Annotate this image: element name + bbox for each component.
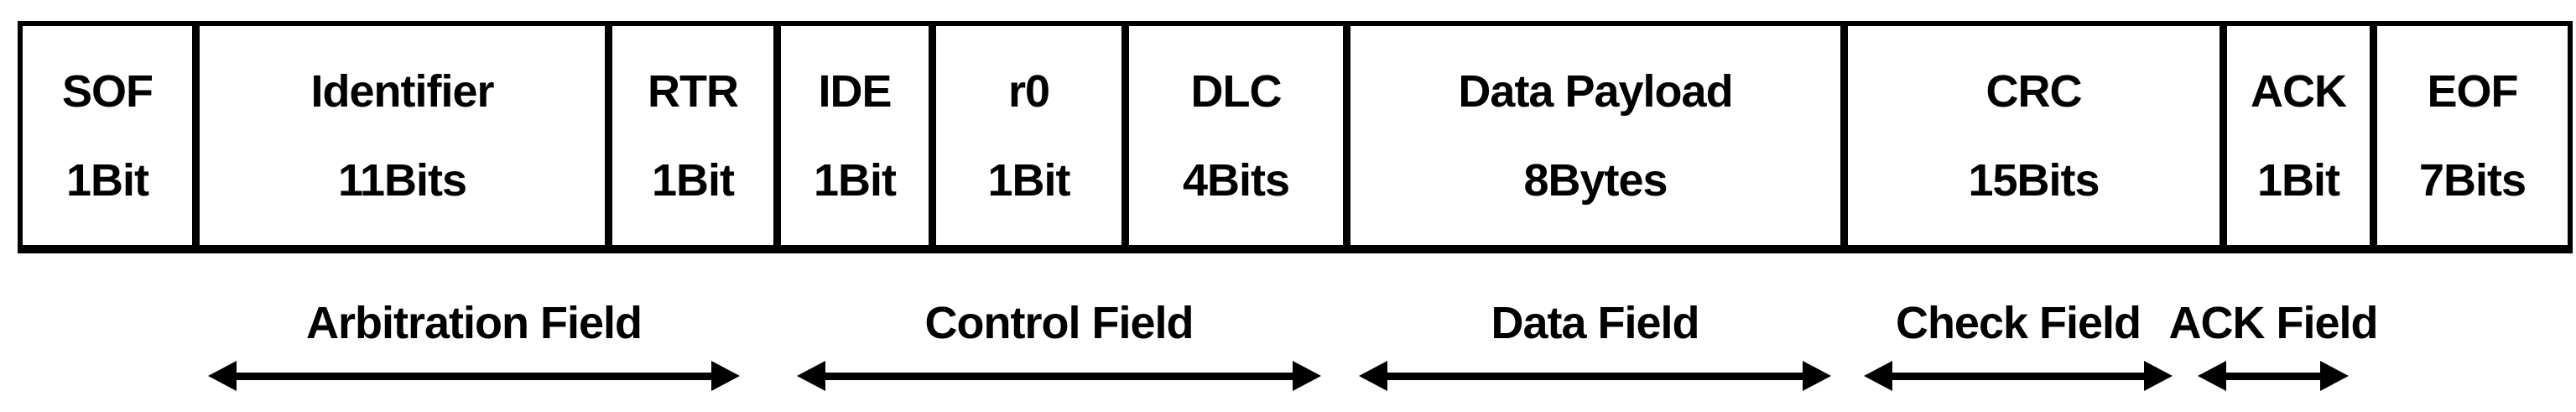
frame-structure-table: SOF 1Bit Identifier 11Bits RTR 1Bit IDE …	[18, 21, 2573, 253]
cell-size: 1Bit	[813, 154, 897, 206]
field-data: Data Field	[1359, 299, 1831, 391]
field-label: ACK Field	[2168, 298, 2379, 348]
frame-cell-ack: ACK 1Bit	[2227, 26, 2377, 245]
cell-name: CRC	[1985, 65, 2083, 117]
double-arrow-icon	[1864, 361, 2173, 391]
field-label: Check Field	[1895, 298, 2141, 348]
field-check: Check Field	[1864, 299, 2173, 391]
cell-size: 8Bytes	[1523, 154, 1668, 206]
frame-cell-dlc: DLC 4Bits	[1129, 26, 1350, 245]
cell-name: ACK	[2251, 65, 2347, 117]
arrow-shaft	[825, 372, 1293, 380]
cell-size: 11Bits	[337, 154, 467, 206]
arrow-head-right-icon	[2144, 361, 2173, 391]
double-arrow-icon	[2198, 361, 2349, 391]
cell-name: EOF	[2427, 65, 2518, 117]
cell-size: 4Bits	[1182, 154, 1290, 206]
double-arrow-icon	[797, 361, 1321, 391]
arrow-head-left-icon	[1359, 361, 1387, 391]
frame-cell-ide: IDE 1Bit	[781, 26, 936, 245]
cell-size: 1Bit	[2256, 154, 2340, 206]
cell-name: Data Payload	[1458, 65, 1733, 117]
frame-cell-sof: SOF 1Bit	[23, 26, 200, 245]
arrow-shaft	[2226, 372, 2320, 380]
cell-size: 1Bit	[651, 154, 735, 206]
cell-name: r0	[1007, 65, 1050, 117]
frame-cell-identifier: Identifier 11Bits	[200, 26, 612, 245]
arrow-shaft	[1892, 372, 2144, 380]
field-label: Arbitration Field	[306, 298, 643, 348]
arrow-head-right-icon	[1803, 361, 1831, 391]
cell-name: Identifier	[310, 65, 494, 117]
arrow-head-right-icon	[711, 361, 740, 391]
field-arbitration: Arbitration Field	[208, 299, 740, 391]
arrow-shaft	[1387, 372, 1803, 380]
field-label: Control Field	[924, 298, 1194, 348]
arrow-shaft	[237, 372, 711, 380]
arrow-head-right-icon	[2320, 361, 2349, 391]
cell-size: 7Bits	[2418, 154, 2527, 206]
arrow-head-left-icon	[2198, 361, 2226, 391]
field-label: Data Field	[1491, 298, 1699, 348]
frame-cell-data-payload: Data Payload 8Bytes	[1350, 26, 1848, 245]
cell-name: RTR	[648, 65, 739, 117]
cell-name: SOF	[61, 65, 154, 117]
arrow-head-left-icon	[1864, 361, 1892, 391]
arrow-head-left-icon	[208, 361, 237, 391]
cell-size: 1Bit	[987, 154, 1070, 206]
cell-size: 15Bits	[1968, 154, 2100, 206]
frame-cell-crc: CRC 15Bits	[1848, 26, 2227, 245]
arrow-head-right-icon	[1293, 361, 1321, 391]
frame-cell-rtr: RTR 1Bit	[612, 26, 781, 245]
double-arrow-icon	[208, 361, 740, 391]
frame-cell-eof: EOF 7Bits	[2377, 26, 2568, 245]
cell-size: 1Bit	[65, 154, 149, 206]
arrow-head-left-icon	[797, 361, 825, 391]
cell-name: DLC	[1190, 65, 1283, 117]
double-arrow-icon	[1359, 361, 1831, 391]
frame-cell-r0: r0 1Bit	[936, 26, 1129, 245]
cell-name: IDE	[818, 65, 892, 117]
field-ack: ACK Field	[2169, 299, 2379, 391]
field-control: Control Field	[797, 299, 1321, 391]
